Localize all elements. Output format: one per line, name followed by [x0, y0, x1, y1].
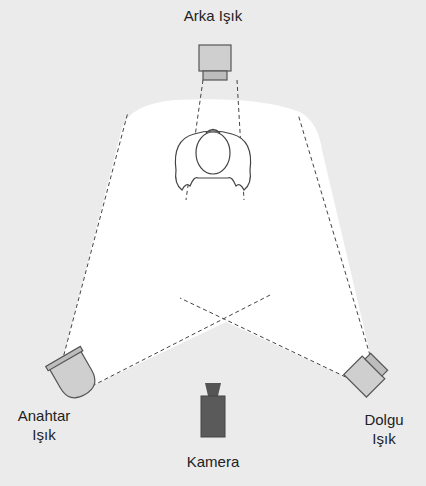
person-top-view — [175, 130, 250, 191]
back-light — [199, 45, 231, 80]
light-label: Anahtar Işık — [5, 406, 83, 444]
light-label: Dolgu Işık — [354, 410, 414, 448]
camera — [201, 383, 225, 437]
light-label: Kamera — [163, 452, 263, 471]
fill-light — [344, 351, 391, 398]
lit-area — [62, 99, 372, 386]
beam-lines — [62, 80, 372, 386]
light-label: Arka Işık — [158, 6, 268, 25]
key-light — [46, 346, 103, 404]
